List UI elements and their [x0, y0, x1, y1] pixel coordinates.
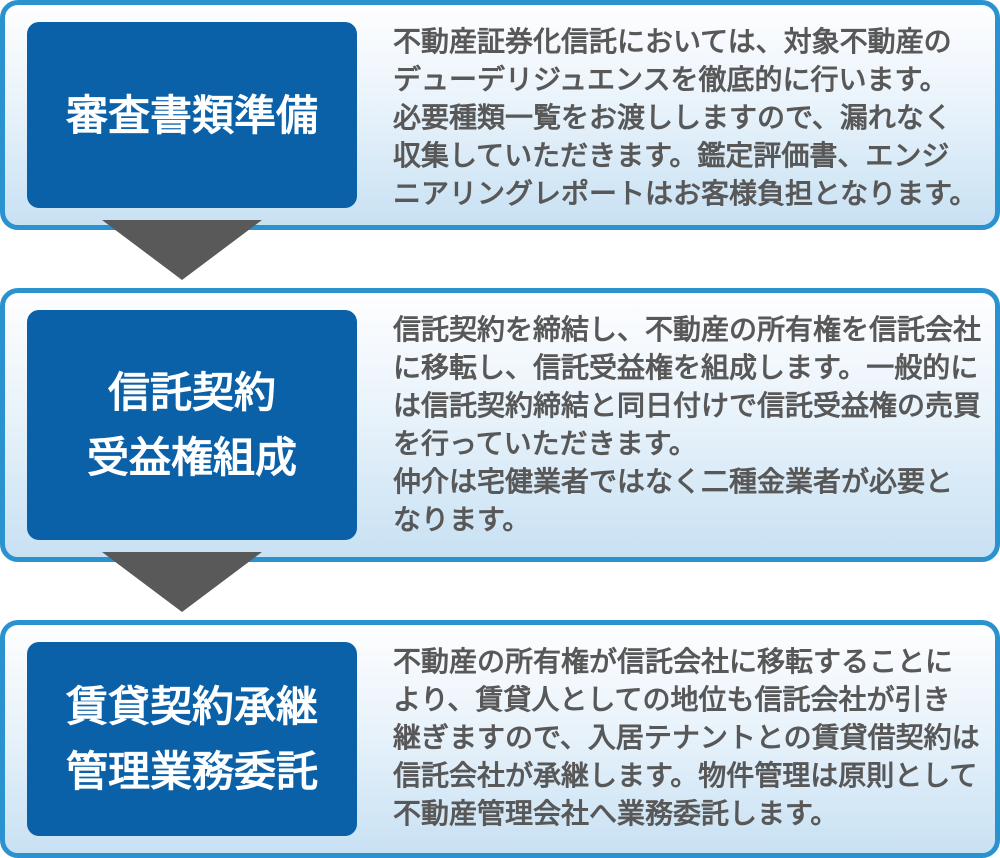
- down-arrow-icon: [102, 220, 262, 280]
- arrow-gap-1: [0, 220, 1000, 288]
- step-3-label-box: 賃貸契約承継 管理業務委託: [27, 642, 357, 836]
- step-panel-trust-agreement: 信託契約 受益権組成 信託契約を締結し、不動産の所有権を信託会社 に移転し、信託…: [0, 288, 1000, 562]
- down-arrow-icon: [102, 552, 262, 612]
- arrow-gap-2: [0, 552, 1000, 620]
- step-2-description: 信託契約を締結し、不動産の所有権を信託会社 に移転し、信託受益権を組成します。一…: [393, 314, 982, 535]
- step-panel-document-preparation: 審査書類準備 不動産証券化信託においては、対象不動産の デューデリジュエンスを徹…: [0, 0, 1000, 230]
- step-panel-lease-succession: 賃貸契約承継 管理業務委託 不動産の所有権が信託会社に移転することに より、賃貸…: [0, 620, 1000, 858]
- step-1-label-box: 審査書類準備: [27, 22, 357, 208]
- step-2-label-box: 信託契約 受益権組成: [27, 310, 357, 540]
- step-3-description: 不動産の所有権が信託会社に移転することに より、賃貸人としての地位も信託会社が引…: [393, 646, 980, 829]
- step-2-label: 信託契約 受益権組成: [86, 369, 297, 481]
- step-1-description: 不動産証券化信託においては、対象不動産の デューデリジュエンスを徹底的に行います…: [393, 26, 978, 209]
- step-3-label: 賃貸契約承継 管理業務委託: [65, 683, 318, 795]
- step-1-label: 審査書類準備: [65, 91, 318, 139]
